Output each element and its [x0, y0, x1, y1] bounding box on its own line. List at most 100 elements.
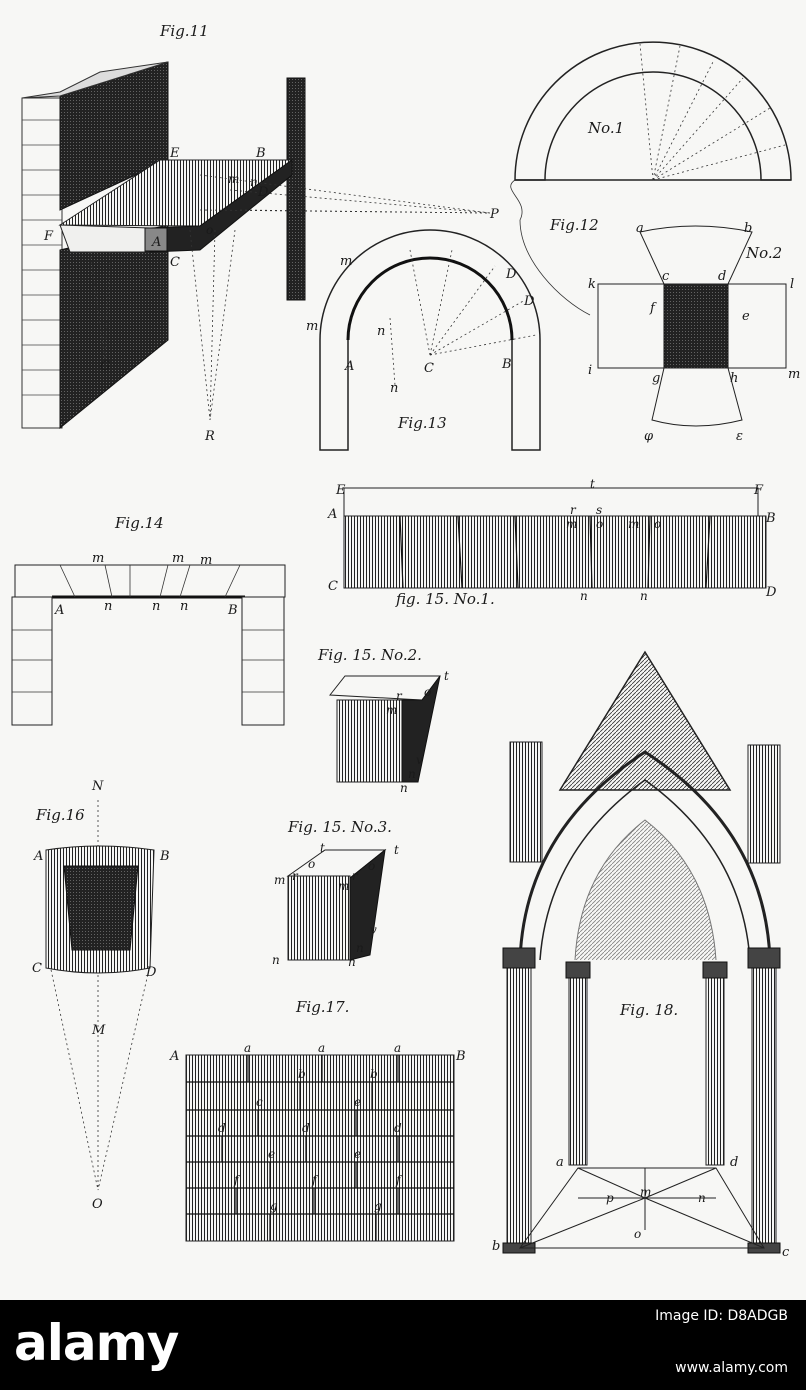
fig12-label-phi: φ: [644, 429, 654, 444]
fig17-label-e3: e: [354, 1147, 361, 1161]
fig13-label-B: B: [501, 357, 512, 372]
fig12-label-b: b: [744, 221, 752, 236]
fig17-label-B: B: [455, 1049, 466, 1064]
fig17-label-a2: a: [318, 1041, 325, 1055]
fig12-no1-caption: No.1: [587, 119, 624, 137]
fig15n3-label-o2: o: [368, 859, 375, 873]
fig15-label-B: B: [765, 511, 776, 526]
fig14-label-n1: n: [104, 599, 112, 614]
fig12-label-l: l: [790, 277, 794, 292]
fig15-label-D: D: [765, 585, 777, 600]
fig11-label-B: B: [255, 146, 266, 161]
fig13-label-A: A: [344, 359, 354, 374]
fig16-label-D: D: [145, 965, 157, 980]
fig15-no1-caption: fig. 15. No.1.: [395, 590, 495, 608]
fig15-label-n1: n: [580, 589, 588, 603]
fig15n2-label-n1: n: [408, 767, 416, 781]
fig18-label-o: o: [634, 1227, 641, 1241]
fig16-label-O: O: [92, 1197, 103, 1212]
fig12-label-g: g: [652, 371, 660, 386]
fig15n3-label-r1: r: [292, 869, 299, 883]
site-url-label: www.alamy.com: [675, 1360, 788, 1376]
watermark-footer: alamy Image ID: D8ADGB www.alamy.com: [0, 1300, 806, 1390]
fig17-label-d1: d: [218, 1121, 226, 1135]
fig18-caption: Fig. 18.: [619, 1001, 678, 1019]
fig15-label-s: s: [596, 503, 602, 517]
fig11-label-n: n: [250, 175, 258, 189]
fig12-label-eps: ε: [736, 429, 743, 444]
fig16-label-B: B: [159, 849, 170, 864]
fig12-label-m: m: [788, 367, 800, 382]
fig14-label-A: A: [54, 603, 64, 618]
fig14-label-m1: m: [92, 551, 104, 566]
fig15-label-o2: o: [654, 517, 661, 531]
fig12-label-e: e: [742, 309, 750, 324]
fig11-label-G: G: [100, 359, 110, 374]
fig13-label-m-left: m: [306, 319, 318, 334]
fig15n3-label-r2: r: [352, 869, 359, 883]
fig18-label-a: a: [556, 1155, 564, 1170]
figure-12-no2: Fig.12 No.2 a b c d k l f e i g h m φ ε: [549, 216, 800, 444]
figure-13: m m n n D D A C B Fig.13: [306, 229, 541, 451]
fig15n2-label-t: t: [444, 669, 449, 683]
figure-18: Fig. 18. a: [492, 650, 790, 1260]
figure-12-no1: No.1: [510, 41, 792, 316]
fig14-label-B: B: [227, 603, 238, 618]
fig13-label-C: C: [424, 361, 434, 376]
fig11-caption: Fig.11: [159, 22, 209, 40]
fig13-label-D2: D: [523, 294, 535, 309]
fig12-caption: Fig.12: [549, 216, 599, 234]
fig15n2-label-r: r: [396, 689, 403, 703]
fig17-label-e2: e: [268, 1147, 275, 1161]
fig13-label-n: n: [377, 324, 385, 339]
fig17-label-b2: b: [370, 1067, 378, 1081]
figure-14: Fig.14 m m m A n n n B: [11, 514, 286, 726]
fig15-label-t: t: [590, 477, 595, 491]
fig15-label-F: F: [753, 483, 764, 498]
fig16-label-N: N: [91, 779, 104, 794]
fig17-label-f1: f: [233, 1173, 241, 1187]
figure-11: Fig.11 E B D: [21, 22, 499, 444]
fig16-label-M: M: [91, 1023, 106, 1038]
figure-15-no3: Fig. 15. No.3. t t o o r r m m v n n n: [272, 818, 399, 969]
fig13-caption: Fig.13: [397, 414, 447, 432]
fig15-label-n2: n: [640, 589, 648, 603]
fig15-label-E: E: [335, 483, 346, 498]
fig12-label-i: i: [588, 363, 592, 378]
fig15n3-label-t2: t: [394, 843, 399, 857]
fig11-label-C: C: [170, 255, 180, 270]
fig15n3-label-v: v: [370, 923, 377, 937]
fig13-label-m-top: m: [340, 254, 352, 269]
fig17-label-a3: a: [394, 1041, 401, 1055]
fig16-label-A: A: [33, 849, 43, 864]
fig17-label-g1: g: [270, 1199, 278, 1213]
fig17-label-e1: e: [354, 1095, 361, 1109]
fig15-label-C: C: [328, 579, 338, 594]
fig15n3-label-o1: o: [308, 857, 315, 871]
fig15-label-m2: m: [628, 517, 639, 531]
figure-16: Fig.16 N A B C D M O: [32, 779, 170, 1212]
fig18-label-p: p: [606, 1191, 614, 1205]
fig18-label-c: c: [782, 1245, 790, 1260]
fig11-label-A: A: [151, 235, 161, 250]
fig11-label-m: m: [228, 172, 239, 186]
fig15n2-label-n2: n: [400, 781, 408, 795]
image-id-label: Image ID: D8ADGB: [655, 1308, 788, 1324]
fig18-label-n: n: [698, 1191, 706, 1205]
alamy-logo: alamy: [14, 1314, 179, 1372]
fig15n2-label-v: v: [416, 753, 423, 767]
engraving-plate: Fig.11 E B D: [11, 22, 801, 1260]
fig15n3-label-m2: m: [338, 879, 349, 893]
fig17-label-A: A: [169, 1049, 179, 1064]
fig14-label-m2: m: [172, 551, 184, 566]
fig13-label-n-low: n: [390, 381, 398, 396]
fig13-label-D1: D: [505, 267, 517, 282]
fig12-label-d: d: [718, 269, 726, 284]
figure-15-no1: E F t A B r s m o m o C D n n fig. 15. N…: [327, 477, 777, 608]
fig15n2-label-m: m: [386, 703, 397, 717]
fig17-label-f2: f: [311, 1173, 319, 1187]
fig12-label-f: f: [649, 301, 657, 316]
fig11-label-D: D: [257, 185, 269, 200]
fig16-label-C: C: [32, 961, 42, 976]
fig15-label-A: A: [327, 507, 337, 522]
